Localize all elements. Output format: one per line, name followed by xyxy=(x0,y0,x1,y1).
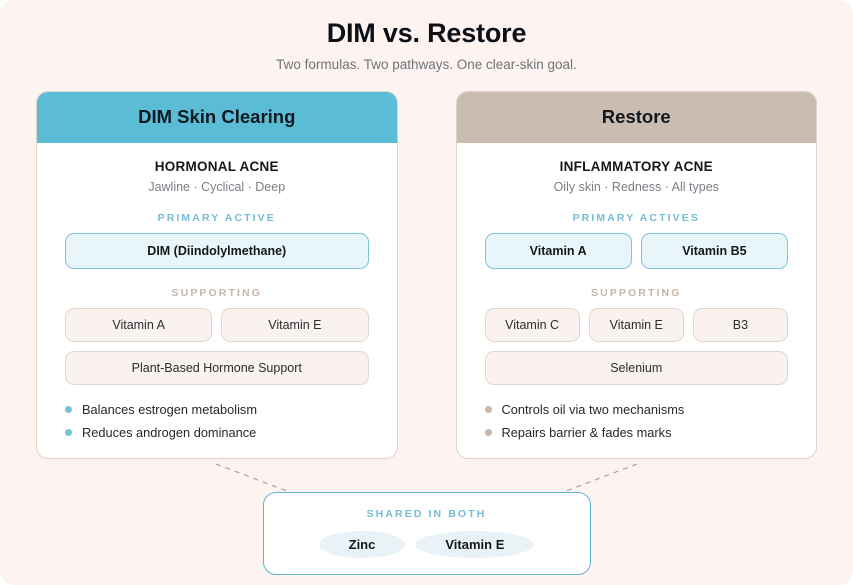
supporting-pill-row: Plant-Based Hormone Support xyxy=(65,351,369,385)
primary-pill-row: DIM (Diindolylmethane) xyxy=(65,233,369,269)
benefit-item: Controls oil via two mechanisms xyxy=(484,402,789,417)
primary-actives-label: PRIMARY ACTIVES xyxy=(572,212,700,224)
acne-description: Oily skin · Redness · All types xyxy=(553,180,719,194)
supporting-label: SUPPORTING xyxy=(171,287,262,299)
bullet-dot-icon xyxy=(65,406,72,413)
acne-type: INFLAMMATORY ACNE xyxy=(559,159,713,174)
primary-active-pill[interactable]: DIM (Diindolylmethane) xyxy=(65,233,369,269)
bullet-dot-icon xyxy=(484,406,492,413)
supporting-pill[interactable]: Plant-Based Hormone Support xyxy=(65,351,369,385)
page-header: DIM vs. Restore Two formulas. Two pathwa… xyxy=(0,0,853,72)
supporting-pill[interactable]: B3 xyxy=(692,308,789,342)
benefit-item: Repairs barrier & fades marks xyxy=(484,425,789,440)
bullet-dot-icon xyxy=(65,429,72,436)
page-title: DIM vs. Restore xyxy=(326,18,527,48)
supporting-pill-row: Selenium xyxy=(484,351,788,385)
shared-pill-list: Zinc Vitamin E xyxy=(282,531,572,558)
card-header-dim-skin-clearing: DIM Skin Clearing xyxy=(37,92,397,143)
benefit-text: Balances estrogen metabolism xyxy=(82,402,257,417)
shared-section: SHARED IN BOTH Zinc Vitamin E xyxy=(0,492,853,575)
shared-label: SHARED IN BOTH xyxy=(366,508,487,520)
card-body-restore: INFLAMMATORY ACNE Oily skin · Redness · A… xyxy=(457,143,817,458)
shared-panel: SHARED IN BOTH Zinc Vitamin E xyxy=(262,492,591,575)
supporting-pill[interactable]: Vitamin C xyxy=(484,308,580,342)
card-header-restore: Restore xyxy=(456,92,816,143)
shared-ingredient-pill[interactable]: Vitamin E xyxy=(415,531,535,558)
primary-actives-label: PRIMARY ACTIVE xyxy=(157,212,276,224)
supporting-pill[interactable]: Vitamin E xyxy=(221,308,369,342)
page-subtitle: Two formulas. Two pathways. One clear-sk… xyxy=(276,57,577,72)
primary-active-pill[interactable]: Vitamin A xyxy=(484,233,632,269)
supporting-pill[interactable]: Selenium xyxy=(484,351,788,385)
acne-type: HORMONAL ACNE xyxy=(154,159,279,174)
benefit-text: Repairs barrier & fades marks xyxy=(501,425,672,440)
benefit-text: Reduces androgen dominance xyxy=(82,425,257,440)
primary-active-pill[interactable]: Vitamin B5 xyxy=(640,233,788,269)
supporting-label: SUPPORTING xyxy=(591,287,682,299)
supporting-pill[interactable]: Vitamin A xyxy=(65,308,213,342)
benefit-text: Controls oil via two mechanisms xyxy=(501,402,685,417)
benefit-item: Reduces androgen dominance xyxy=(65,425,369,440)
acne-description: Jawline · Cyclical · Deep xyxy=(148,180,286,194)
supporting-pill[interactable]: Vitamin E xyxy=(588,308,684,342)
bullet-dot-icon xyxy=(484,429,492,436)
shared-ingredient-pill[interactable]: Zinc xyxy=(318,531,406,558)
benefit-item: Balances estrogen metabolism xyxy=(65,402,369,417)
